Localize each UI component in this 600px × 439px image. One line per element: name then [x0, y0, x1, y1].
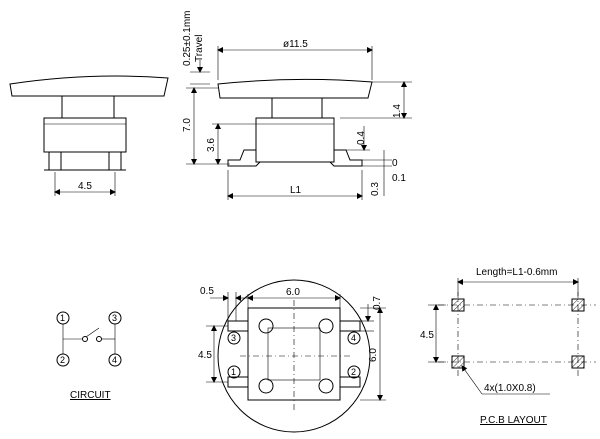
side-width-label: 4.5	[78, 181, 92, 192]
front-terminals	[227, 149, 363, 167]
pad-note-leader	[461, 365, 483, 395]
gap-label: 0.4	[356, 131, 367, 145]
top-pin-right-upper	[339, 320, 361, 332]
base-label: 0.3	[370, 182, 381, 196]
switch-lever	[85, 327, 100, 338]
front-stem	[271, 97, 323, 119]
pin-gap-label: 0.7	[372, 296, 383, 310]
side-terminal-right	[108, 151, 122, 171]
side-stem	[61, 95, 115, 119]
top-view: 3 4 1 2 0.5 6.0 0.7 4.5 6.0	[198, 279, 386, 433]
pad-note-label: 4x(1.0X0.8)	[484, 383, 536, 394]
stem-label: 3.6	[206, 138, 217, 152]
pcb-pad-top-right	[571, 298, 585, 312]
zero-label: 0	[392, 158, 398, 169]
side-cap	[9, 75, 169, 97]
front-cap	[217, 78, 373, 99]
front-view: 0.25±0.1mm Travel ø11.5 7.0 3.6 1.4	[182, 10, 412, 200]
switch-contact-right	[96, 336, 102, 342]
side-body	[43, 117, 127, 153]
side-view: 4.5	[9, 75, 169, 196]
pcb-title: P.C.B LAYOUT	[480, 415, 547, 426]
pcb-pad-bottom-left	[451, 355, 465, 369]
offset-label: 0.5	[200, 286, 214, 297]
top-pitch-label: 4.5	[198, 350, 212, 361]
top-pin-label-3: 3	[231, 333, 236, 343]
pcb-pad-top-left	[451, 298, 465, 312]
pcb-pitch-label: 4.5	[420, 330, 434, 341]
height-label: 7.0	[182, 118, 193, 132]
top-pin-left-lower	[227, 376, 249, 388]
pcb-pad-bottom-right	[571, 355, 585, 369]
circuit: 1 3 2 4 CIRCUIT	[56, 311, 122, 401]
circuit-title: CIRCUIT	[70, 390, 111, 401]
top-pin-label-1: 1	[231, 367, 236, 377]
top-height-label: 6.0	[368, 348, 379, 362]
top-width-label: 6.0	[286, 287, 300, 298]
cap-outline-circle	[217, 279, 371, 433]
switch-contact-left	[82, 336, 88, 342]
tol-label: 0.1	[392, 173, 406, 184]
diameter-label: ø11.5	[283, 39, 308, 50]
pin-label-1: 1	[60, 313, 65, 323]
side-terminal-left	[48, 151, 62, 171]
pin-label-4: 4	[112, 355, 117, 365]
travel-word: Travel	[194, 35, 205, 62]
cap-label: 1.4	[392, 104, 403, 118]
pcb-length-label: Length=L1-0.6mm	[476, 267, 557, 278]
pin-label-3: 3	[112, 313, 117, 323]
top-pin-right-lower	[339, 376, 361, 388]
length-label: L1	[290, 185, 302, 196]
front-body	[255, 117, 335, 163]
pin-label-2: 2	[60, 355, 65, 365]
top-pin-label-2: 2	[351, 367, 356, 377]
travel-label: 0.25±0.1mm	[182, 10, 193, 66]
top-pin-label-4: 4	[351, 333, 356, 343]
top-pin-left-upper	[227, 320, 249, 332]
pcb-layout: Length=L1-0.6mm 4.5 4x(1.0X0.8) P.C.B LA…	[420, 267, 596, 426]
